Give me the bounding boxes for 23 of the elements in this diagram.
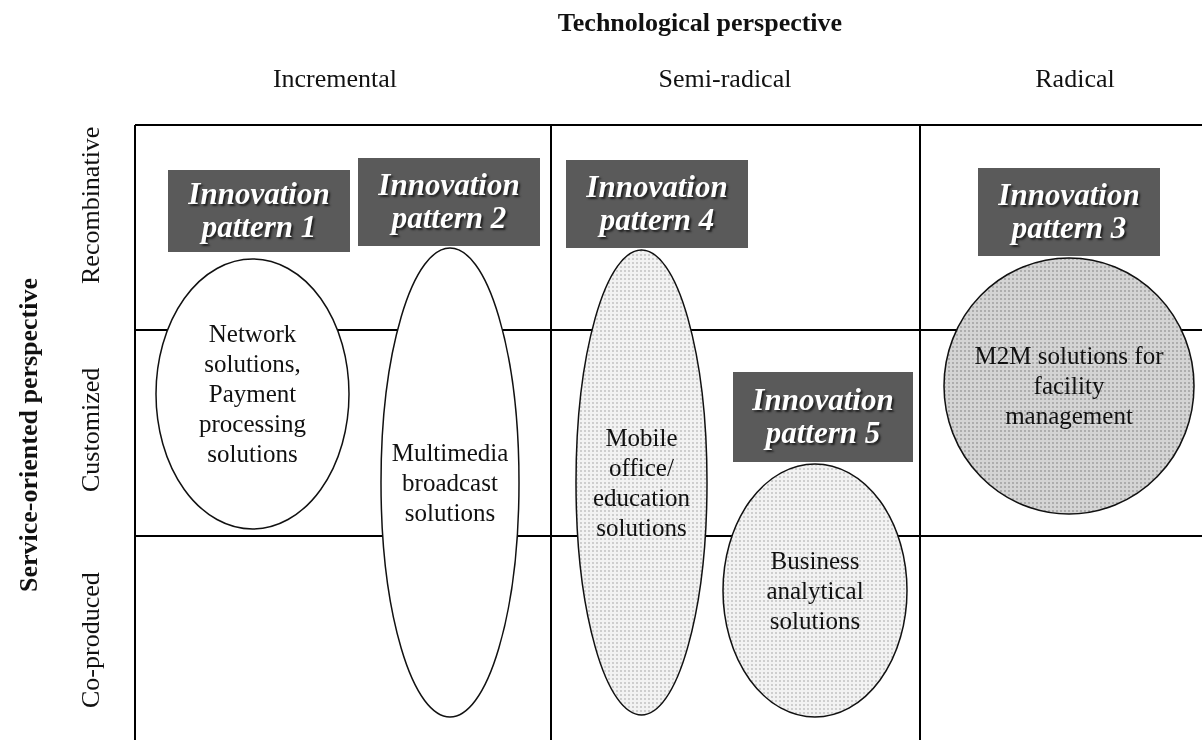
ellipse-text: Multimedia broadcast solutions — [390, 437, 510, 528]
pattern-banner: Innovation pattern 1 — [168, 170, 350, 252]
row-header: Customized — [76, 366, 106, 495]
axis-title: Technological perspective — [556, 8, 844, 38]
row-header: Co-produced — [76, 571, 106, 710]
axis-title: Service-oriented perspective — [14, 277, 44, 595]
solution-ellipse — [722, 463, 908, 718]
column-header: Semi-radical — [657, 64, 793, 94]
pattern-banner: Innovation pattern 4 — [566, 160, 748, 248]
solution-ellipse — [380, 247, 520, 718]
ellipse-text: Mobile office/ education solutions — [591, 422, 692, 543]
pattern-banner: Innovation pattern 3 — [978, 168, 1160, 256]
solution-ellipse — [155, 258, 350, 530]
column-header: Radical — [1034, 64, 1116, 94]
solution-ellipse — [575, 249, 708, 716]
ellipse-text: Business analytical solutions — [765, 545, 865, 636]
row-header: Recombinative — [76, 125, 106, 286]
pattern-banner: Innovation pattern 5 — [733, 372, 913, 462]
ellipse-text: Network solutions, Payment processing solutions — [198, 319, 307, 469]
solution-ellipse — [943, 257, 1195, 515]
pattern-banner: Innovation pattern 2 — [358, 158, 540, 246]
ellipse-text: M2M solutions for facility management — [974, 341, 1164, 431]
column-header: Incremental — [271, 64, 399, 94]
